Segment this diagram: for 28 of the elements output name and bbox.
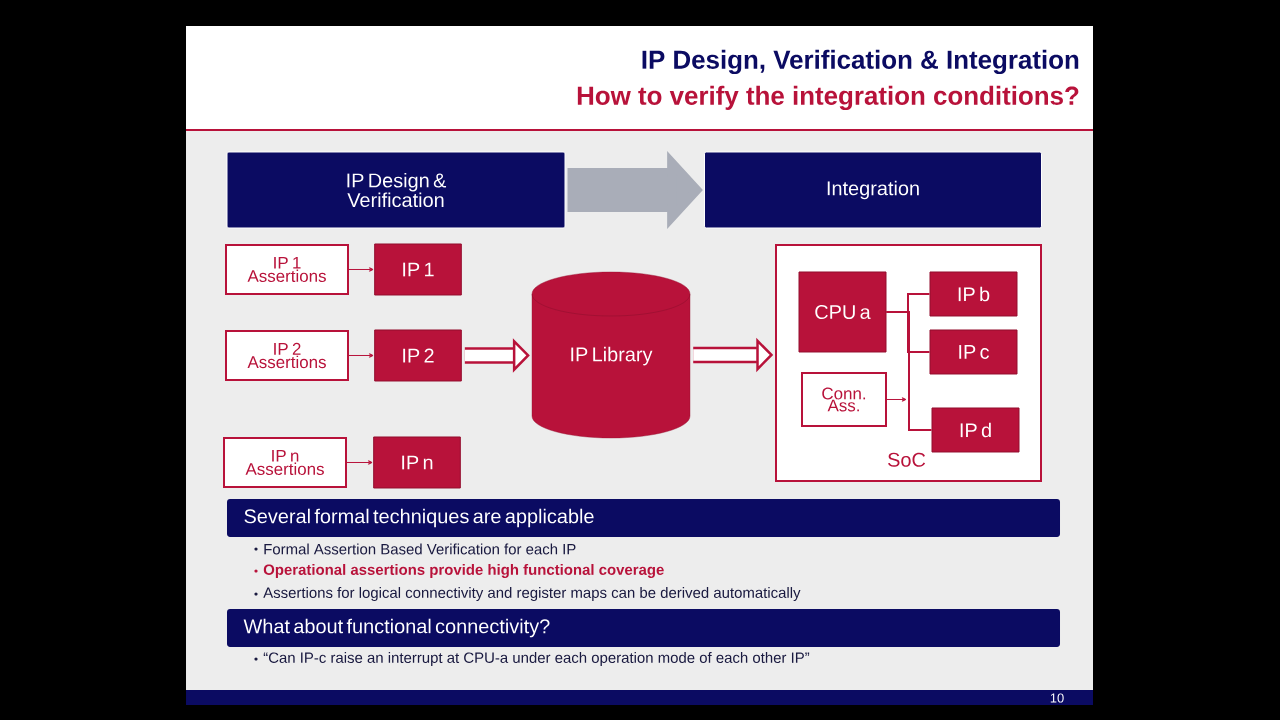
block-box: IP n	[373, 436, 461, 489]
arrow	[348, 353, 374, 358]
arrow	[346, 460, 373, 465]
bullet-point: Operational assertions provide high functional coverage	[254, 564, 664, 578]
page-number: 10	[1050, 693, 1064, 703]
assertion-box: IP 1 Assertions	[225, 244, 349, 295]
slide-title: IP Design, Verification & Integration	[642, 49, 1079, 75]
block-box: IP 1	[374, 243, 462, 296]
arrow	[886, 397, 907, 402]
slide-subtitle: How to verify the integration conditions?	[577, 85, 1079, 111]
header-band: IP Design & Verification	[226, 151, 566, 229]
connector-line	[885, 311, 933, 431]
block-box: CPU a	[798, 271, 887, 353]
arrow	[348, 267, 374, 272]
block-box: IP d	[931, 407, 1020, 453]
header-band: Integration	[704, 151, 1042, 229]
bullet-point: Assertions for logical connectivity and register maps can be derived automatically	[254, 587, 801, 601]
assertion-box: IP 2 Assertions	[225, 330, 349, 381]
heading-band: Several formal techniques are applicable	[227, 499, 1060, 537]
bullet-point: “Can IP-c raise an interrupt at CPU-a under each operation mode of each other IP”	[254, 652, 810, 666]
assertion-box: IP n Assertions	[223, 437, 347, 488]
block-box: IP 2	[374, 329, 462, 382]
database-cylinder: IP Library	[531, 271, 691, 439]
bullet-point: Formal Assertion Based Verification for each IP	[254, 543, 576, 555]
heading-band: What about functional connectivity?	[227, 609, 1060, 647]
block-box: IP b	[929, 271, 1018, 317]
block-box: IP c	[929, 329, 1018, 375]
assertion-box: Conn. Ass.	[801, 372, 887, 427]
